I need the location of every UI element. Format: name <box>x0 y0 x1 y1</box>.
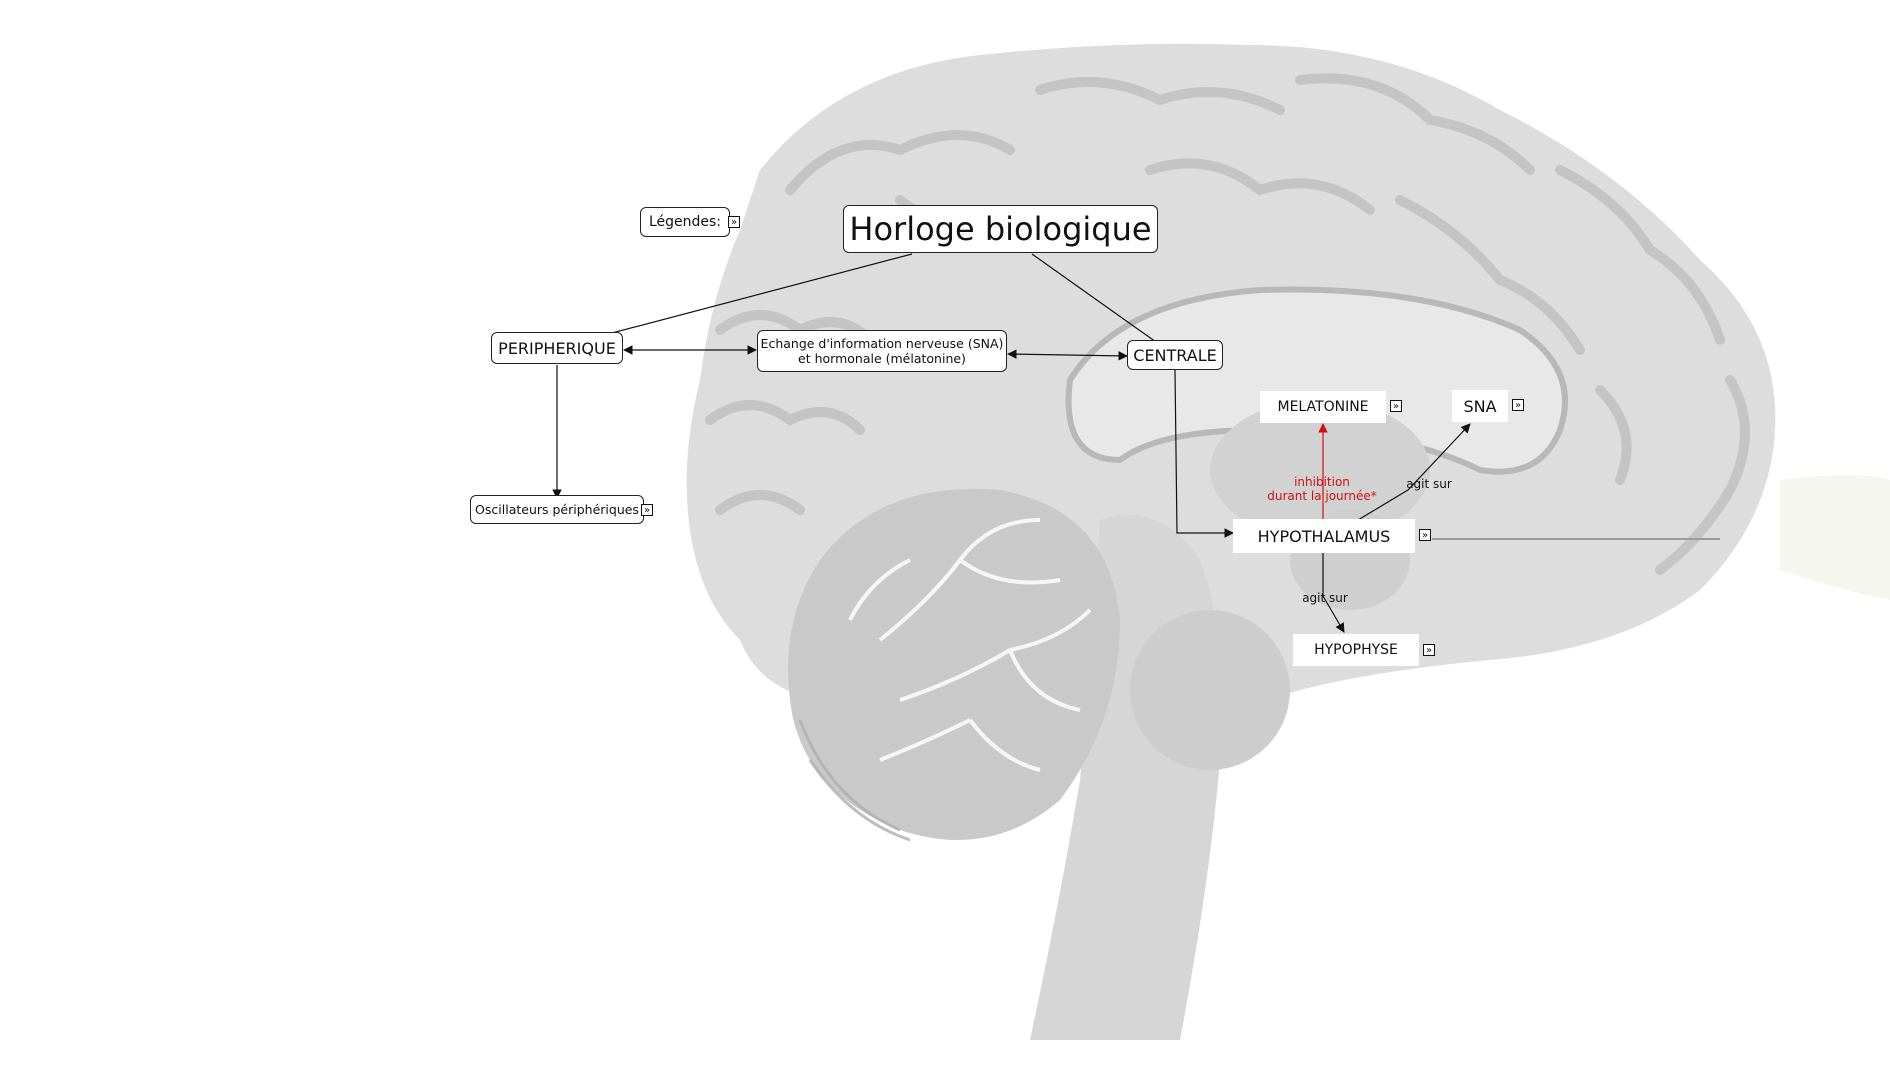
page-title: Horloge biologique <box>849 210 1151 248</box>
node-melatonine[interactable]: MELATONINE <box>1260 391 1386 423</box>
node-echange-line2: et hormonale (mélatonine) <box>798 351 966 366</box>
node-melatonine-label: MELATONINE <box>1277 399 1368 415</box>
node-peripherique-label: PERIPHERIQUE <box>498 339 616 358</box>
link-horloge-centrale <box>1032 254 1156 342</box>
node-echange[interactable]: Echange d'information nerveuse (SNA) et … <box>757 330 1007 372</box>
node-echange-line1: Echange d'information nerveuse (SNA) <box>761 336 1004 351</box>
hypothalamus-expand-icon[interactable]: » <box>1419 529 1431 541</box>
sna-expand-icon[interactable]: » <box>1512 399 1524 411</box>
node-sna-label: SNA <box>1463 397 1496 416</box>
legend-expand-icon[interactable]: » <box>728 216 740 228</box>
legend-label: Légendes: <box>649 214 721 230</box>
node-hypophyse[interactable]: HYPOPHYSE <box>1293 634 1419 666</box>
oscillateurs-expand-icon[interactable]: » <box>641 504 653 516</box>
title-node[interactable]: Horloge biologique <box>843 205 1158 253</box>
node-hypothalamus-label: HYPOTHALAMUS <box>1258 527 1391 546</box>
legend-box[interactable]: Légendes: <box>640 207 730 237</box>
link-centrale-hypothalamus <box>1175 370 1233 533</box>
inhibition-label-line1: inhibition <box>1262 475 1382 489</box>
node-oscillateurs[interactable]: Oscillateurs périphériques <box>470 495 644 524</box>
node-hypophyse-label: HYPOPHYSE <box>1314 642 1398 658</box>
link-hypothalamus-sna <box>1358 424 1470 520</box>
inhibition-label: inhibition durant la journée* <box>1262 475 1382 503</box>
node-oscillateurs-label: Oscillateurs périphériques <box>475 502 639 517</box>
inhibition-label-line2: durant la journée* <box>1262 489 1382 503</box>
link-echange-centrale <box>1008 354 1127 356</box>
node-centrale-label: CENTRALE <box>1133 346 1216 365</box>
node-centrale[interactable]: CENTRALE <box>1127 340 1223 370</box>
node-peripherique[interactable]: PERIPHERIQUE <box>491 332 623 364</box>
melatonine-expand-icon[interactable]: » <box>1390 400 1402 412</box>
node-sna[interactable]: SNA <box>1452 390 1508 422</box>
agit-sur-hypophyse-label: agit sur <box>1300 591 1350 605</box>
hypophyse-expand-icon[interactable]: » <box>1423 644 1435 656</box>
link-horloge-peripherique <box>612 254 912 333</box>
node-hypothalamus[interactable]: HYPOTHALAMUS <box>1233 519 1415 553</box>
agit-sur-sna-label: agit sur <box>1404 477 1454 491</box>
